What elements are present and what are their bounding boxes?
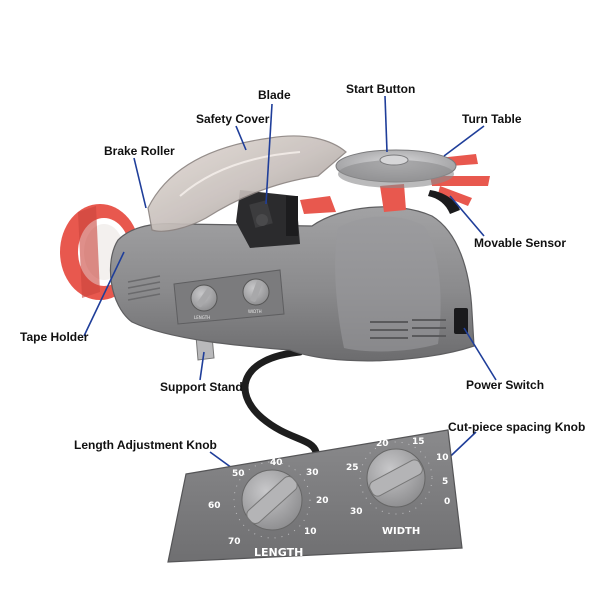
power-cord [241, 348, 320, 456]
label-tape-holder: Tape Holder [20, 330, 89, 344]
width-caption: WIDTH [382, 526, 420, 537]
machine-control-panel: LENGTH WIDTH [173, 269, 285, 325]
width-tick: 0 [444, 497, 450, 507]
width-tick: 10 [436, 453, 449, 463]
safety-cover [147, 135, 347, 232]
label-brake-roller: Brake Roller [104, 144, 175, 158]
label-cut-piece-spacing-knob: Cut-piece spacing Knob [448, 420, 586, 434]
length-caption: LENGTH [254, 546, 303, 559]
length-tick: 30 [306, 468, 319, 478]
length-tick: 50 [232, 469, 245, 479]
label-power-switch: Power Switch [466, 378, 545, 392]
turn-table-assembly [300, 149, 490, 214]
label-movable-sensor: Movable Sensor [474, 236, 567, 250]
power-switch [454, 308, 468, 334]
zoomed-control-panel: 40 30 50 60 70 20 10 LENGTH 20 15 25 10 … [167, 429, 463, 563]
label-length-adjustment-knob: Length Adjustment Knob [74, 438, 217, 452]
length-tick: 70 [228, 537, 241, 547]
start-button [379, 154, 409, 166]
label-start-button: Start Button [346, 82, 416, 96]
machine-length-caption: LENGTH [194, 315, 210, 320]
width-tick: 25 [346, 463, 359, 473]
length-dial: 40 30 50 60 70 20 10 LENGTH [208, 458, 329, 559]
width-dial: 20 15 25 10 5 30 0 WIDTH [346, 437, 450, 537]
length-tick: 40 [270, 458, 283, 468]
side-vents [127, 275, 161, 301]
width-tick: 20 [376, 439, 389, 449]
blade-assembly [236, 190, 300, 248]
label-blade: Blade [258, 88, 291, 102]
length-tick: 60 [208, 501, 221, 511]
machine-width-caption: WIDTH [248, 309, 262, 314]
width-tick: 30 [350, 507, 363, 517]
length-tick: 10 [304, 527, 317, 537]
width-tick: 5 [442, 477, 448, 487]
front-vents [370, 319, 446, 339]
width-tick: 15 [412, 437, 425, 447]
label-safety-cover: Safety Cover [196, 112, 270, 126]
length-tick: 20 [316, 496, 329, 506]
label-support-stand: Support Stand [160, 380, 243, 394]
label-turn-table: Turn Table [462, 112, 522, 126]
